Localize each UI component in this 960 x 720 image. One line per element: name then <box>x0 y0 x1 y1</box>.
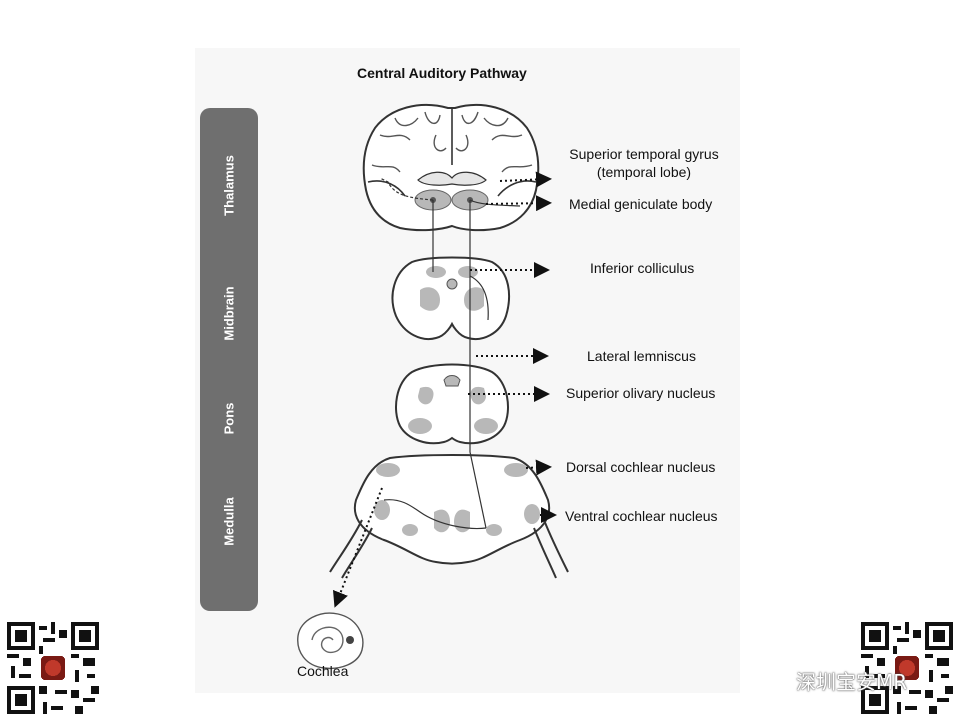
label-leaders <box>332 171 557 608</box>
label-superior-olivary-nucleus: Superior olivary nucleus <box>566 385 716 401</box>
pons-section <box>395 363 509 445</box>
midbrain-section <box>391 256 511 340</box>
brain-level-bar <box>200 108 258 611</box>
qr-code-right <box>861 622 953 714</box>
label-dorsal-cochlear-nucleus: Dorsal cochlear nucleus <box>566 459 716 475</box>
qr-code-left <box>7 622 99 714</box>
label-cochlea: Cochlea <box>297 663 349 679</box>
wechat-icon <box>765 668 791 688</box>
watermark-text: 深圳宝安MR <box>796 670 908 694</box>
diagram-title: Central Auditory Pathway <box>357 65 527 81</box>
label-medial-geniculate-body: Medial geniculate body <box>569 196 713 212</box>
cochlea-drawing <box>297 612 364 670</box>
label-ventral-cochlear-nucleus: Ventral cochlear nucleus <box>565 508 718 524</box>
label-superior-temporal-gyrus: Superior temporal gyrus <box>569 146 719 162</box>
cerebrum-section <box>362 104 540 232</box>
label-inferior-colliculus: Inferior colliculus <box>590 260 695 276</box>
label-temporal-lobe: (temporal lobe) <box>596 164 692 180</box>
medulla-section <box>329 454 569 579</box>
label-lateral-lemniscus: Lateral lemniscus <box>587 348 696 364</box>
pathway-lines <box>379 177 521 530</box>
